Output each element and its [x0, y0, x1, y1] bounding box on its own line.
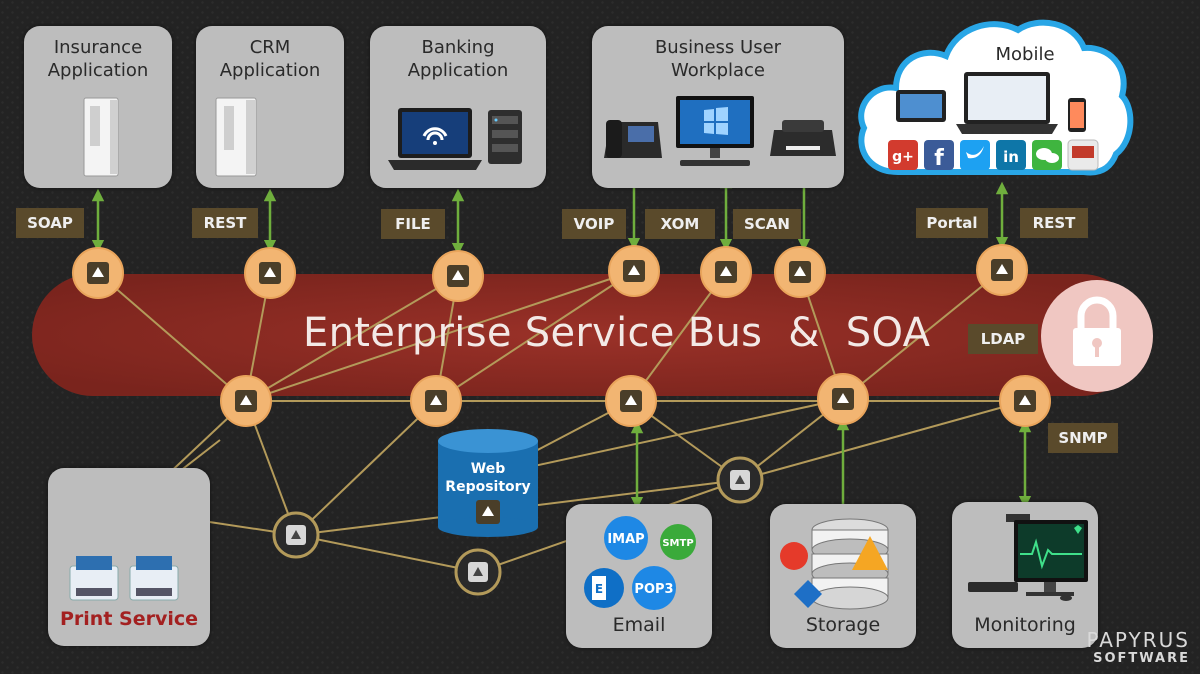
node-hub-2 — [410, 375, 462, 427]
desktop-tower-icon — [215, 97, 257, 177]
node-xom — [700, 246, 752, 298]
printer-icon — [69, 556, 119, 601]
tag-rest-mobile: REST — [1020, 208, 1088, 238]
server-icon — [488, 110, 522, 164]
linkedin-icon — [996, 140, 1026, 170]
imap-icon: IMAP — [604, 516, 648, 560]
lock-icon — [1073, 296, 1121, 366]
node-outline-1 — [272, 511, 320, 559]
web-repository-db — [438, 429, 538, 537]
node-hub-3 — [605, 375, 657, 427]
tag-portal: Portal — [916, 208, 988, 238]
insurance-application-box: Insurance Application — [24, 26, 172, 188]
business-user-workplace-box: Business User Workplace — [592, 26, 844, 188]
desktop-monitor-icon — [676, 96, 754, 166]
node-outline-2 — [454, 548, 502, 596]
smtp-icon: SMTP — [660, 524, 696, 560]
outline-nodes — [272, 456, 764, 596]
node-hub-1 — [220, 375, 272, 427]
smtp-label: SMTP — [662, 538, 693, 549]
tag-xom: XOM — [645, 209, 715, 239]
desk-phone-icon — [604, 120, 662, 158]
mobile-title: Mobile — [995, 44, 1055, 65]
email-label: Email — [612, 614, 666, 636]
google-plus-icon — [888, 140, 918, 170]
pop3-icon: POP3 — [632, 566, 676, 610]
monitoring-box: Monitoring — [952, 502, 1098, 648]
imap-label: IMAP — [607, 532, 644, 547]
monitoring-label: Monitoring — [974, 614, 1076, 636]
banking-application-box: Banking Application — [370, 26, 546, 188]
pop3-label: POP3 — [634, 582, 673, 597]
tag-ldap: LDAP — [968, 324, 1038, 354]
node-repository — [476, 500, 500, 524]
business-user-workplace-title: Business User Workplace — [654, 37, 782, 81]
node-hub-5 — [999, 375, 1051, 427]
node-outline-3 — [716, 456, 764, 504]
tag-soap: SOAP — [16, 208, 84, 238]
print-service-label: Print Service — [59, 608, 199, 630]
svg-text:g+: g+ — [892, 149, 914, 165]
tag-file: FILE — [381, 209, 445, 239]
bus-title: Enterprise Service Bus & SOA — [303, 310, 931, 356]
web-repository-label: Web Repository — [445, 461, 531, 495]
node-voip — [608, 245, 660, 297]
email-box: IMAP SMTP E POP3 Email — [566, 504, 712, 648]
mobile-cloud: g+ f in — [858, 19, 1134, 176]
brand-line1: PAPYRUS — [1086, 628, 1190, 652]
papyrus-logo: PAPYRUS SOFTWARE — [1086, 629, 1190, 666]
tag-voip: VOIP — [562, 209, 626, 239]
desktop-tower-icon — [83, 97, 119, 177]
svg-text:E: E — [595, 582, 603, 596]
service-bus — [32, 274, 1142, 396]
print-service-box — [48, 468, 210, 646]
tag-scan: SCAN — [733, 209, 801, 239]
node-file — [432, 250, 484, 302]
database-storage-icon — [780, 518, 889, 610]
laptop-icon — [388, 108, 482, 170]
crm-application-box: CRM Application — [196, 26, 344, 188]
tag-snmp: SNMP — [1048, 423, 1118, 453]
email-icons: IMAP SMTP E POP3 — [584, 516, 696, 610]
node-hub-4 — [817, 373, 869, 425]
node-soap — [72, 247, 124, 299]
crm-application-title: CRM Application — [219, 37, 321, 81]
printer-icon — [129, 556, 179, 601]
facebook-icon — [924, 140, 954, 170]
storage-box: Storage — [770, 504, 916, 648]
monitor-heartbeat-icon — [968, 514, 1088, 601]
scanner-icon — [770, 120, 836, 156]
node-rest — [244, 247, 296, 299]
node-scan — [774, 246, 826, 298]
tag-rest: REST — [192, 208, 258, 238]
banking-application-title: Banking Application — [407, 37, 509, 81]
insurance-application-title: Insurance Application — [47, 37, 149, 81]
exchange-icon: E — [584, 568, 624, 608]
brand-line2: SOFTWARE — [1093, 651, 1190, 666]
node-portal — [976, 244, 1028, 296]
storage-label: Storage — [805, 614, 881, 636]
svg-text:f: f — [934, 146, 944, 171]
svg-text:in: in — [1003, 148, 1019, 166]
